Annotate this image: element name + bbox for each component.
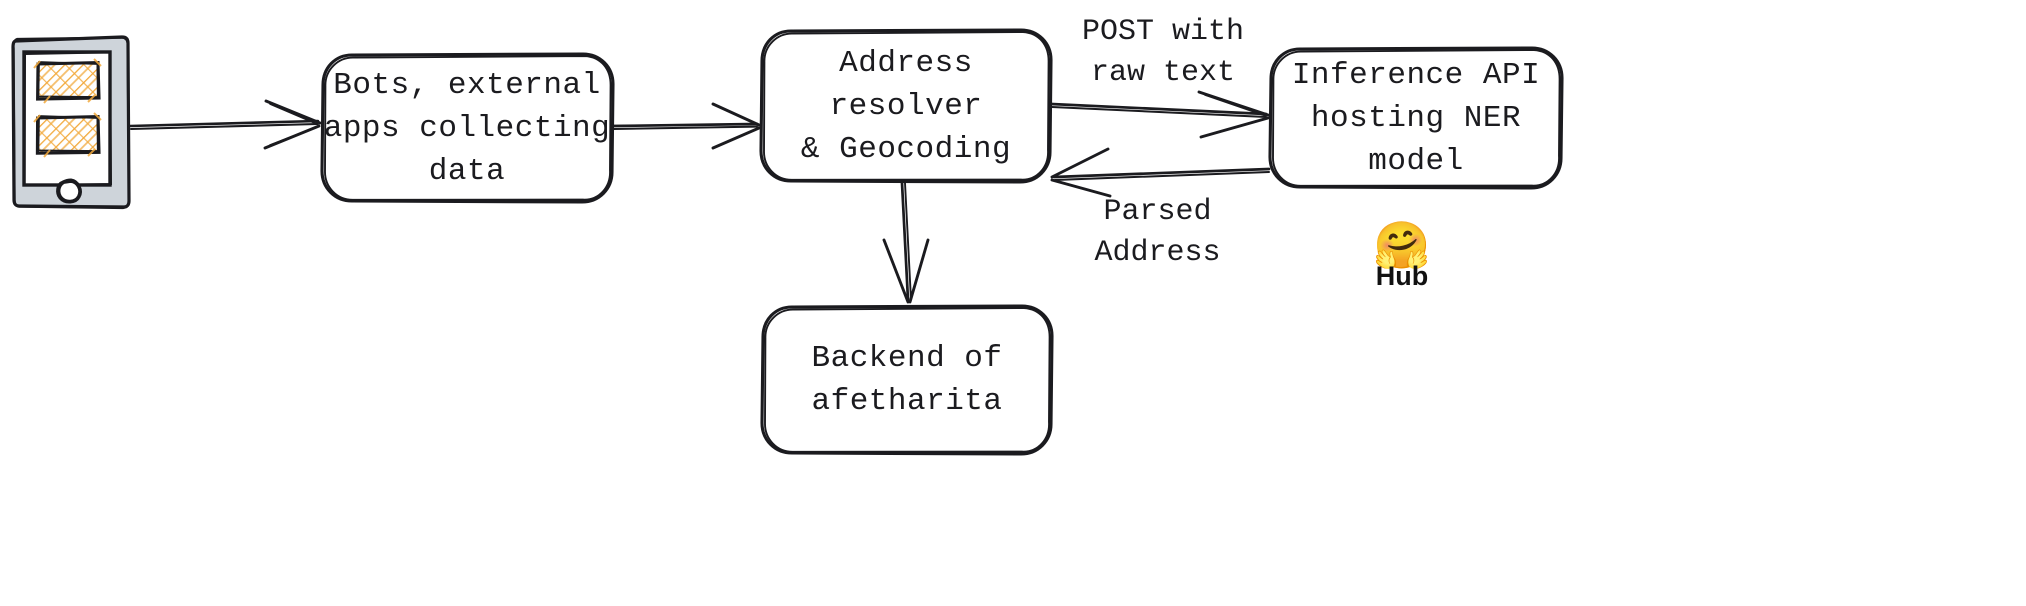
arrow-resolver-to-inference-api	[1049, 90, 1270, 139]
edge-label-post-with-raw-text: POST with raw text	[1081, 15, 1245, 90]
node-inference-api[interactable]	[1270, 48, 1562, 188]
hugging-face-icon: 🤗	[1373, 218, 1431, 272]
node-bots-apps[interactable]	[322, 54, 612, 202]
hub-label: Hub	[1375, 261, 1429, 291]
node-label-backend: Backend of afetharita	[811, 341, 1003, 419]
arrow-inference-api-to-resolver	[1050, 147, 1271, 198]
node-address-resolver[interactable]	[761, 30, 1051, 182]
arrow-device-to-bots	[128, 99, 322, 150]
node-label-address-resolver: Address resolver & Geocoding	[800, 45, 1012, 167]
edge-label-parsed-address: Parsed Address	[1094, 195, 1221, 270]
huggingface-hub-badge: 🤗 Hub	[1372, 222, 1432, 290]
node-backend[interactable]	[762, 306, 1052, 454]
node-label-inference-api: Inference API hosting NER model	[1291, 57, 1541, 179]
arrow-bots-to-resolver	[611, 102, 761, 150]
arrow-resolver-to-backend	[882, 181, 930, 304]
node-label-bots-apps: Bots, external apps collecting data	[323, 67, 611, 189]
node-mobile-device[interactable]	[12, 33, 130, 211]
